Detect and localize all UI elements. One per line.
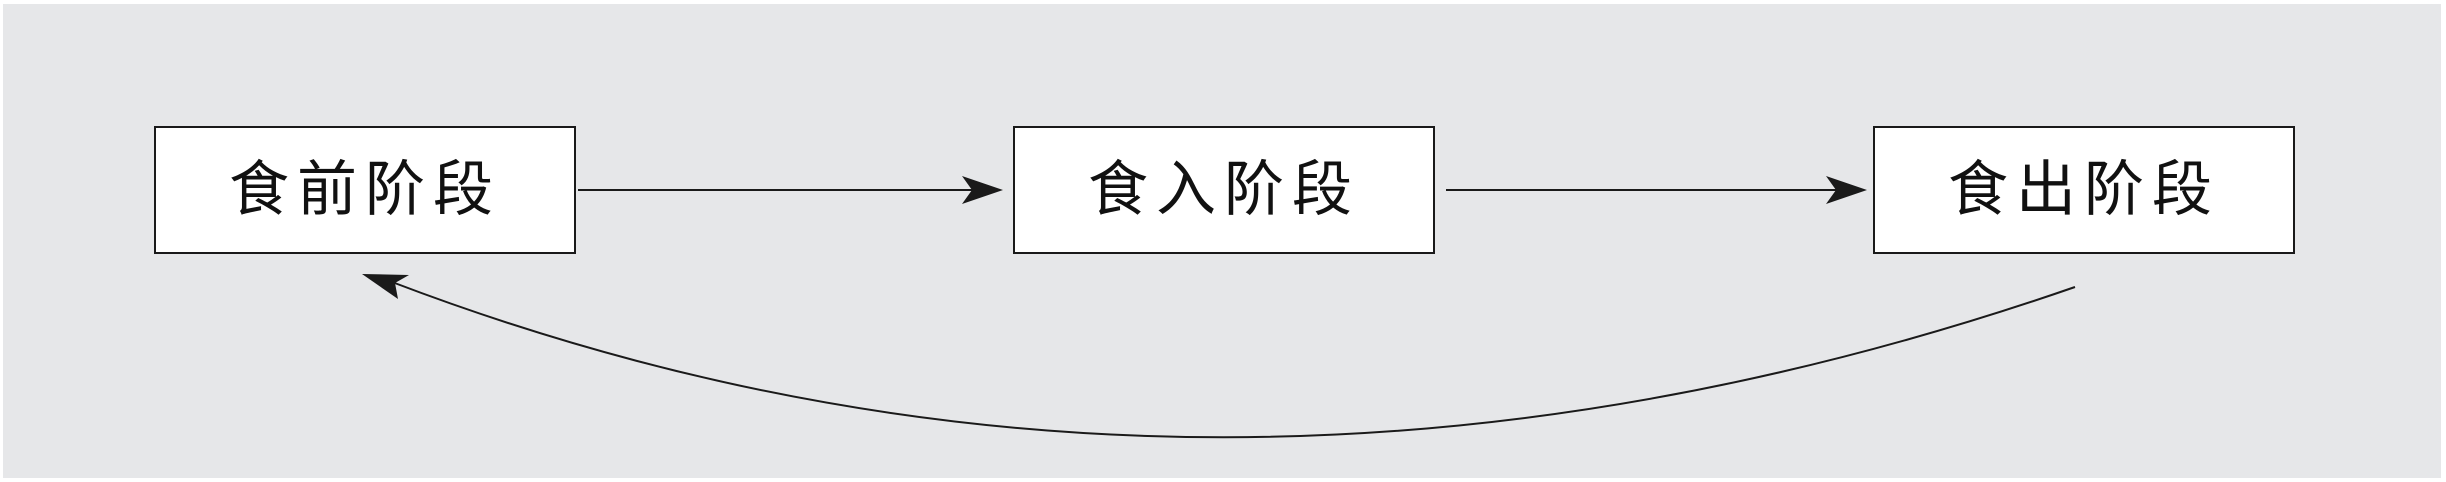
stage-box-after-eating: 食出阶段 (1873, 126, 2295, 254)
stage-label-eating: 食入阶段 (1088, 155, 1360, 225)
stage-box-eating: 食入阶段 (1013, 126, 1435, 254)
stage-box-before-eating: 食前阶段 (154, 126, 576, 254)
stage-label-before-eating: 食前阶段 (229, 155, 501, 225)
stage-label-after-eating: 食出阶段 (1948, 155, 2220, 225)
